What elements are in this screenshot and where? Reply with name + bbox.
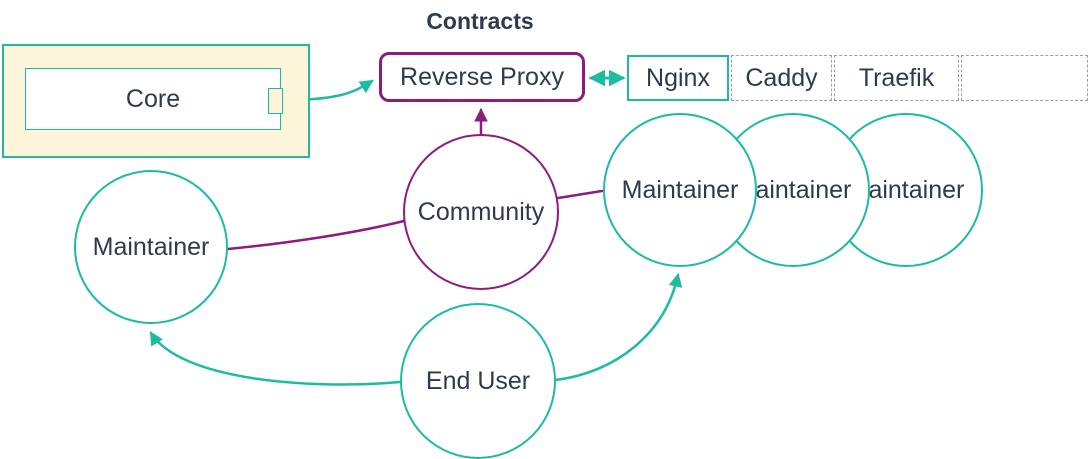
node-core: Core [25, 68, 281, 130]
table-cell-traefik-label: Traefik [858, 63, 935, 92]
core-output-port [268, 88, 283, 114]
node-core-label: Core [125, 84, 181, 113]
edge-community-to-maintainer-right [556, 189, 604, 200]
node-maintainer-left-label: Maintainer [92, 232, 210, 261]
node-maintainer-right-1: Maintainer [603, 113, 757, 267]
node-reverse-proxy-label: Reverse Proxy [400, 62, 564, 91]
node-maintainer-left: Maintainer [74, 170, 228, 324]
table-cell-caddy-label: Caddy [745, 63, 818, 92]
edge-end-user-to-maintainer-right [554, 272, 683, 382]
table-cell-nginx: Nginx [627, 55, 729, 101]
edge-end-user-to-maintainer-left [149, 331, 402, 386]
diagram-title: Contracts [426, 8, 534, 34]
table-cell-traefik: Traefik [834, 55, 959, 101]
node-end-user-label: End User [425, 366, 531, 395]
node-reverse-proxy: Reverse Proxy [379, 52, 585, 102]
table-cell-empty [961, 55, 1088, 101]
node-end-user: End User [400, 303, 556, 459]
node-community-label: Community [417, 197, 545, 226]
table-cell-caddy: Caddy [731, 55, 832, 101]
node-community: Community [403, 134, 559, 290]
edge-community-to-maintainer-left [226, 219, 406, 251]
node-maintainer-right-1-label: Maintainer [621, 175, 739, 204]
table-cell-nginx-label: Nginx [646, 63, 710, 92]
